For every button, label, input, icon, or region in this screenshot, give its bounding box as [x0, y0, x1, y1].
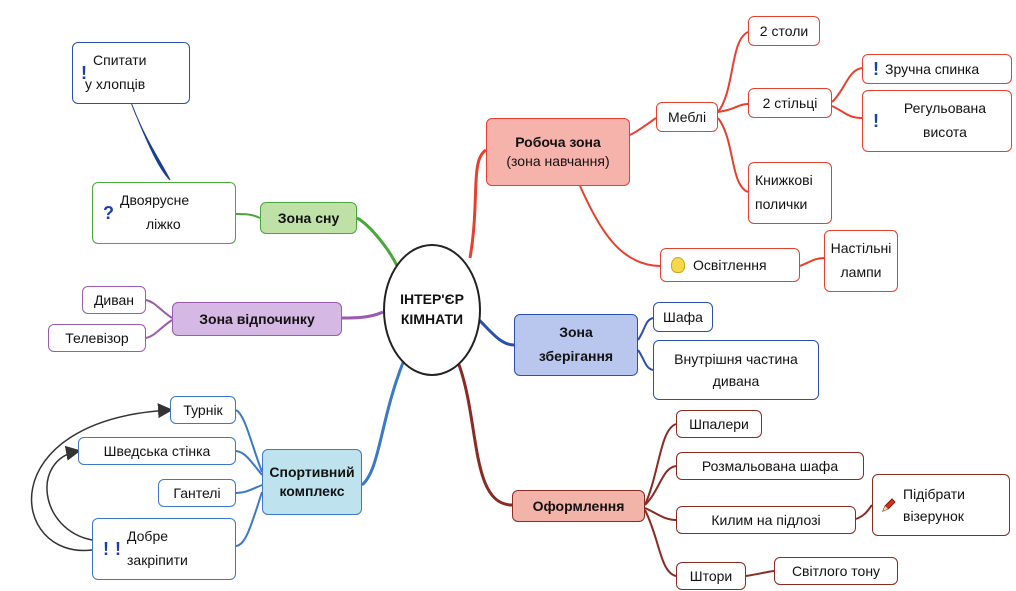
sport-item-swedish-wall[interactable]: Шведська стінка: [78, 437, 236, 465]
wallpaper-node[interactable]: Шпалери: [676, 410, 762, 438]
connector-decoration: [456, 361, 513, 507]
lighting-node[interactable]: Освітлення: [660, 248, 800, 282]
painted-wardrobe-node[interactable]: Розмальована шафа: [676, 452, 864, 480]
callout-tail: [129, 99, 171, 181]
comfy-back-node[interactable]: ! Зручна спинка: [862, 54, 1012, 84]
tables-node[interactable]: 2 столи: [748, 16, 820, 46]
curtains-node[interactable]: Штори: [676, 562, 746, 590]
arrow-to-turnik: [30, 403, 173, 552]
ask-boys-node[interactable]: ! Спитати у хлопців: [72, 42, 190, 104]
connector-rest: [341, 310, 384, 320]
bulb-icon: [671, 257, 685, 273]
arrow-to-swedish-wall: [46, 445, 93, 541]
question-icon: ?: [103, 202, 114, 223]
exclamation-icon: !: [103, 538, 109, 559]
sport-item-dumbbells[interactable]: Гантелі: [158, 479, 236, 507]
fix-well-node[interactable]: ! ! Добре закріпити: [92, 518, 236, 580]
pencil-icon: [882, 498, 896, 512]
connector-sleep: [356, 216, 400, 269]
connector-storage: [475, 316, 515, 347]
connector-sport: [360, 359, 406, 487]
exclamation-icon: !: [81, 62, 87, 83]
rest-zone-node[interactable]: Зона відпочинку: [172, 302, 342, 336]
light-tone-node[interactable]: Світлого тону: [774, 557, 898, 585]
connector-work: [468, 148, 487, 259]
exclamation-icon: !: [873, 110, 879, 131]
chairs-node[interactable]: 2 стільці: [748, 88, 832, 118]
sport-item-turnik[interactable]: Турнік: [170, 396, 236, 424]
exclamation-icon: !: [115, 538, 121, 559]
sleep-zone-node[interactable]: Зона сну: [260, 202, 357, 234]
sleep-zone-label: Зона сну: [277, 209, 340, 226]
adjustable-height-node[interactable]: ! Регульована висота: [862, 90, 1012, 152]
wardrobe-node[interactable]: Шафа: [653, 302, 713, 332]
bunk-bed-node[interactable]: ? Двоярусне ліжко: [92, 182, 236, 244]
exclamation-icon: !: [873, 58, 879, 79]
decoration-node[interactable]: Оформлення: [512, 490, 645, 522]
furniture-node[interactable]: Меблі: [656, 102, 718, 132]
rest-item-sofa[interactable]: Диван: [82, 286, 146, 314]
carpet-node[interactable]: Килим на підлозі: [676, 506, 856, 534]
rest-item-tv[interactable]: Телевізор: [48, 324, 146, 352]
work-zone-node[interactable]: Робоча зона(зона навчання): [486, 118, 630, 186]
